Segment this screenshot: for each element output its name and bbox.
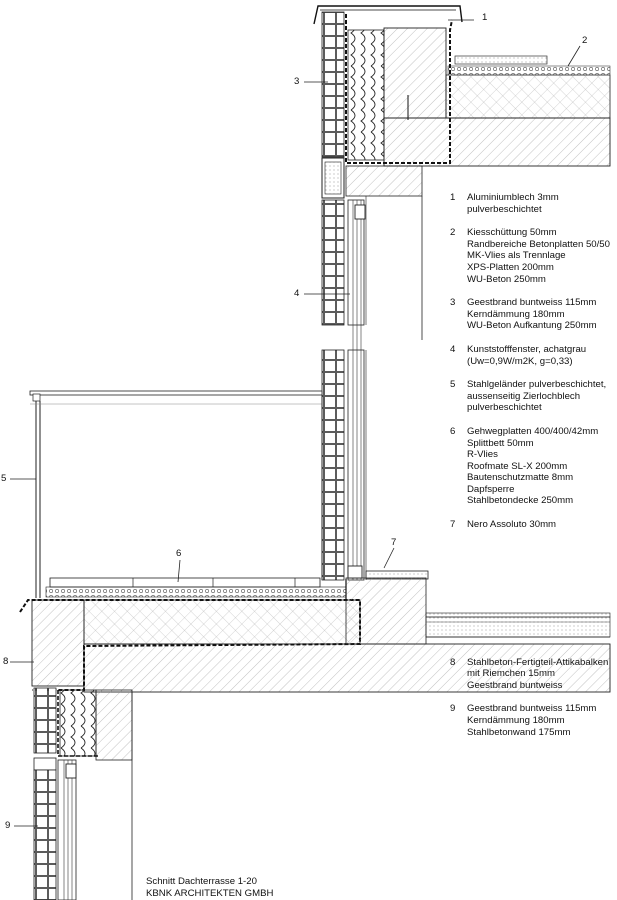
legend-line: aussenseitig Zierlochblech [467,390,581,402]
legend-entry-4: 4 Kunststofffenster, achatgrau (Uw=0,9W/… [450,344,615,367]
terrace-concrete-slab [83,643,611,693]
legend-line: (Uw=0,9W/m2K, g=0,33) [467,355,573,367]
legend-line: Kunststofffenster, achatgrau [467,343,587,355]
upper-membrane [345,14,453,164]
upper-insulation [347,29,385,161]
legend-line: Geestbrand buntweiss 115mm [467,297,597,309]
roof-slab [383,117,611,167]
legend-line: Bautenschutzmatte 8mm [467,472,574,484]
callout-3: 3 [294,76,300,87]
brick-column-lower [321,349,345,581]
leader-lines [10,19,581,827]
legend-line: Splittbett 50mm [467,437,534,449]
legend-line: Randbereiche Betonplatten 50/50 [467,238,610,250]
callout-6: 6 [176,548,182,559]
lower-concrete-wall [95,689,133,761]
callout-2: 2 [582,35,588,46]
legend-entry-3: 3 Geestbrand buntweiss 115mm Kerndämmung… [450,297,615,332]
legend-line: XPS-Platten 200mm [467,261,554,273]
lower-brick-facing [33,687,57,754]
legend-line: mit Riemchen 15mm [467,668,555,680]
legend-entry-2: 2 Kiesschüttung 50mm Randbereiche Betonp… [450,227,615,285]
legend-line: Geestbrand buntweiss [467,679,563,691]
drawing-title: Schnitt Dachterrasse 1-20 [146,876,257,887]
window-frame-upper [347,199,365,326]
legend-entry-6: 6 Gehwegplatten 400/400/42mm Splittbett … [450,426,615,507]
legend-line: Geestbrand buntweiss 115mm [467,703,597,715]
legend-number: 9 [450,703,456,715]
legend-entry-7: 7 Nero Assoluto 30mm [450,519,615,531]
legend-entry-9: 9 Geestbrand buntweiss 115mm Kerndämmung… [450,703,615,738]
legend-number: 7 [450,519,456,531]
legend-number: 5 [450,379,456,391]
legend-line: Gehwegplatten 400/400/42mm [467,425,599,437]
callout-9: 9 [5,820,11,831]
callout-1: 1 [482,12,488,23]
legend-line: Kerndämmung 180mm [467,308,565,320]
upper-concrete-upstand [383,27,447,119]
roof-xps [445,74,611,119]
lower-insulation [59,689,97,757]
legend-line: Kerndämmung 180mm [467,715,565,727]
lower-wall [33,687,133,900]
legend-line: Stahlbeton-Fertigteil-Attikabalken [467,656,609,668]
edge-paver [454,55,548,65]
legend-line: Stahlbetonwand 175mm [467,726,571,738]
railing [29,390,323,598]
material-legend: 1 Aluminiumblech 3mm pulverbeschichtet 2… [450,192,615,750]
legend-line: pulverbeschichtet [467,402,542,414]
architect-name: KBNK ARCHITEKTEN GMBH [146,887,274,899]
legend-line: pulverbeschichtet [467,203,542,215]
legend-line: Kiesschüttung 50mm [467,227,557,239]
legend-number: 2 [450,227,456,239]
terrace-buildup [19,565,611,693]
drawing-caption: Schnitt Dachterrasse 1-20 KBNK ARCHITEKT… [146,876,273,899]
legend-line: Stahlgeländer pulverbeschichtet, [467,379,607,391]
legend-entry-5: 5 Stahlgeländer pulverbeschichtet, ausse… [450,379,615,414]
legend-line: WU-Beton Aufkantung 250mm [467,320,597,332]
legend-line: MK-Vlies als Trennlage [467,250,566,262]
callout-7: 7 [391,537,397,548]
legend-line: Aluminiumblech 3mm [467,192,559,203]
legend-number: 3 [450,297,456,309]
callout-4: 4 [294,288,300,299]
terrace-xps [83,599,361,645]
window-column [321,196,367,581]
legend-entry-8: 8 Stahlbeton-Fertigteil-Attikabalken mit… [450,657,615,692]
roof-gravel [447,65,611,76]
legend-line: Nero Assoluto 30mm [467,519,557,531]
terrace-gravel-bed [45,586,347,598]
legend-number: 8 [450,656,456,668]
legend-line: Stahlbetondecke 250mm [467,495,574,507]
railing-top [29,390,323,396]
legend-entry-1: 1 Aluminiumblech 3mm pulverbeschichtet [450,192,615,215]
lower-window-frame [57,759,77,900]
brick-column-upper [321,199,345,326]
legend-line: WU-Beton 250mm [467,273,546,285]
lower-brick-column [33,769,57,900]
legend-line: R-Vlies [467,449,498,461]
terrace-pavers [49,577,321,588]
legend-line: Dapfsperre [467,483,515,495]
upper-parapet [313,5,611,340]
callout-5: 5 [1,473,7,484]
legend-line: Roofmate SL-X 200mm [467,460,568,472]
aluminium-coping [313,5,463,25]
window-frame-lower [347,349,365,581]
legend-number: 4 [450,343,456,355]
lower-lintel [33,757,57,771]
upper-brick-facing [321,11,345,158]
legend-number: 1 [450,192,456,203]
attic-beam [31,599,85,687]
callout-8: 8 [3,656,9,667]
legend-number: 6 [450,425,456,437]
